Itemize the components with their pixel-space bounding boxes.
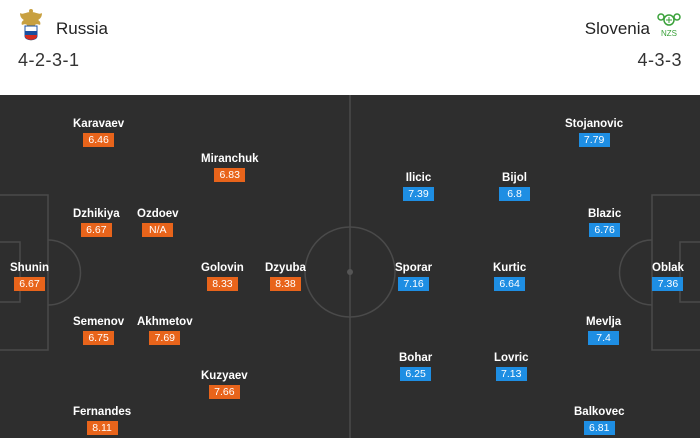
- player-semenov[interactable]: Semenov 6.75: [73, 316, 124, 346]
- player-rating: 7.79: [578, 133, 610, 147]
- player-akhmetov[interactable]: Akhmetov 7.69: [137, 316, 193, 346]
- slovenia-crest-text: NZS: [661, 29, 677, 38]
- player-rating: N/A: [142, 223, 174, 237]
- player-name: Fernandes: [73, 406, 132, 418]
- slovenia-crest-icon: NZS: [652, 8, 686, 48]
- player-name: Semenov: [73, 316, 125, 328]
- player-miranchuk[interactable]: Miranchuk 6.83: [201, 153, 259, 183]
- player-rating: 6.64: [494, 277, 526, 291]
- player-rating: 6.75: [83, 331, 115, 345]
- player-name: Karavaev: [73, 118, 125, 130]
- player-rating: 7.36: [652, 277, 684, 291]
- player-rating: 7.66: [208, 385, 240, 399]
- player-oblak[interactable]: Oblak 7.36: [652, 262, 684, 292]
- player-rating: 8.33: [206, 277, 238, 291]
- player-name: Oblak: [652, 262, 684, 274]
- player-rating: 6.83: [214, 168, 246, 182]
- pitch: Karavaev 6.46 Miranchuk 6.83 Dzhikiya 6.…: [0, 95, 700, 438]
- player-name: Ilicic: [405, 172, 432, 184]
- player-name: Sporar: [395, 262, 433, 274]
- player-rating: 6.25: [400, 367, 432, 381]
- home-team-name: Russia: [56, 19, 108, 38]
- player-name: Kuzyaev: [201, 370, 248, 382]
- player-dzhikiya[interactable]: Dzhikiya 6.67: [73, 208, 120, 238]
- player-blazic[interactable]: Blazic 6.76: [588, 208, 621, 238]
- player-kuzyaev[interactable]: Kuzyaev 7.66: [201, 370, 248, 400]
- player-ozdoev[interactable]: Ozdoev N/A: [137, 208, 179, 238]
- player-name: Akhmetov: [137, 316, 193, 328]
- player-name: Golovin: [201, 262, 244, 274]
- player-name: Blazic: [588, 208, 622, 220]
- player-rating: 6.67: [80, 223, 112, 237]
- player-rating: 7.16: [398, 277, 430, 291]
- home-formation: 4-2-3-1: [18, 50, 80, 70]
- player-stojanovic[interactable]: Stojanovic 7.79: [565, 118, 623, 148]
- player-mevlja[interactable]: Mevlja 7.4: [586, 316, 621, 346]
- player-rating: 6.76: [589, 223, 621, 237]
- player-bijol[interactable]: Bijol 6.8: [499, 172, 530, 202]
- russia-crest-icon: [14, 8, 48, 48]
- player-rating: 7.13: [495, 367, 527, 381]
- away-team-name: Slovenia: [584, 19, 650, 38]
- player-golovin[interactable]: Golovin 8.33: [201, 262, 244, 292]
- player-rating: 7.69: [149, 331, 181, 345]
- player-rating: 8.38: [269, 277, 301, 291]
- player-name: Stojanovic: [565, 118, 624, 130]
- player-name: Miranchuk: [201, 153, 259, 165]
- player-name: Dzyuba: [265, 262, 306, 274]
- player-name: Kurtic: [493, 262, 527, 274]
- player-rating: 7.4: [588, 331, 620, 345]
- player-rating: 6.46: [83, 133, 115, 147]
- match-header: Russia 4-2-3-1 Slovenia 4-3-3 NZS: [0, 0, 700, 95]
- player-balkovec[interactable]: Balkovec 6.81: [574, 406, 625, 436]
- player-ilicic[interactable]: Ilicic 7.39: [403, 172, 434, 202]
- pitch-markings: [0, 95, 700, 438]
- away-formation: 4-3-3: [637, 50, 682, 70]
- player-karavaev[interactable]: Karavaev 6.46: [73, 118, 124, 148]
- player-name: Lovric: [494, 352, 529, 364]
- player-fernandes[interactable]: Fernandes 8.11: [73, 406, 131, 436]
- player-name: Balkovec: [574, 406, 625, 418]
- player-dzyuba[interactable]: Dzyuba 8.38: [265, 262, 306, 292]
- player-rating: 6.67: [13, 277, 45, 291]
- player-name: Dzhikiya: [73, 208, 120, 220]
- player-shunin[interactable]: Shunin 6.67: [10, 262, 49, 292]
- player-lovric[interactable]: Lovric 7.13: [494, 352, 529, 382]
- player-sporar[interactable]: Sporar 7.16: [395, 262, 432, 292]
- player-kurtic[interactable]: Kurtic 6.64: [493, 262, 526, 292]
- player-rating: 6.8: [499, 187, 530, 201]
- player-name: Bohar: [399, 352, 433, 364]
- player-rating: 8.11: [86, 421, 118, 435]
- player-rating: 7.39: [403, 187, 434, 201]
- player-name: Shunin: [10, 262, 49, 274]
- player-name: Mevlja: [586, 316, 622, 328]
- player-bohar[interactable]: Bohar 6.25: [399, 352, 432, 382]
- player-rating: 6.81: [583, 421, 615, 435]
- player-name: Bijol: [502, 172, 527, 184]
- player-name: Ozdoev: [137, 208, 179, 220]
